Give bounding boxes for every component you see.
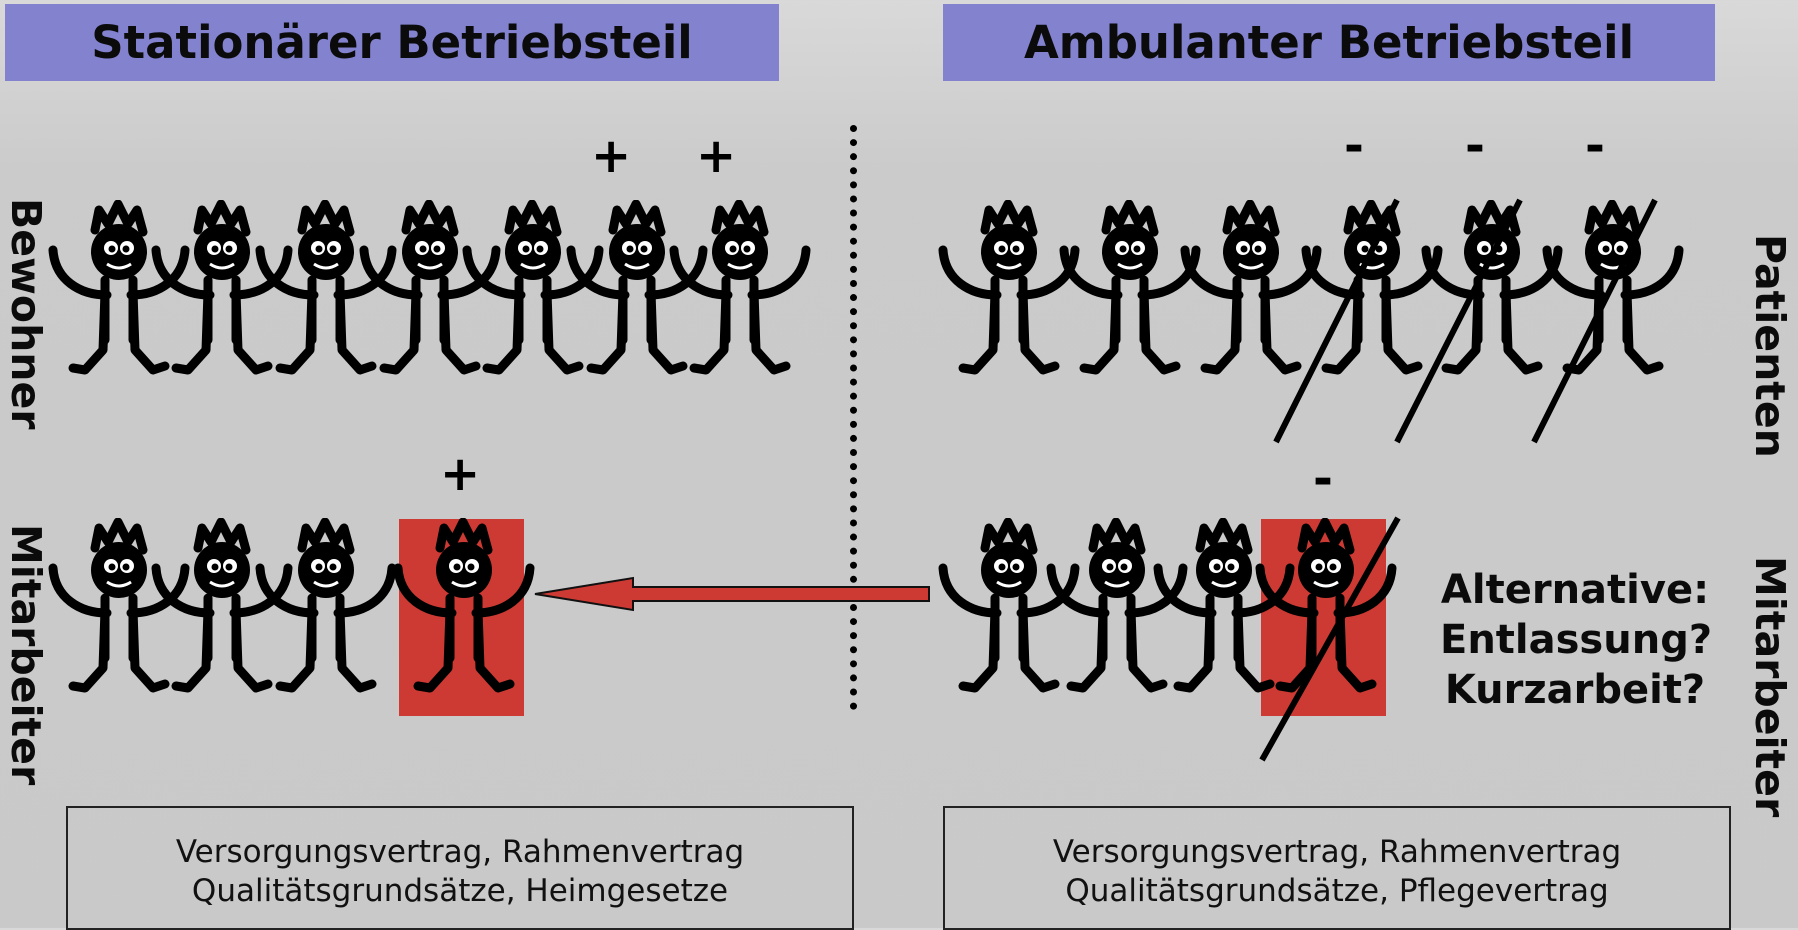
employee-person-icon bbox=[148, 517, 298, 712]
minus-mark: - bbox=[1313, 451, 1333, 507]
transfer-arrow bbox=[534, 576, 930, 612]
strike-line bbox=[1531, 198, 1658, 444]
alternative-line: Alternative: bbox=[1440, 567, 1710, 613]
resident-person-icon bbox=[356, 199, 506, 394]
contracts-line: Qualitätsgrundsätze, Pflegevertrag bbox=[1065, 873, 1609, 909]
strike-line bbox=[1259, 516, 1401, 762]
patient-person-icon bbox=[1539, 199, 1689, 394]
divider-dotted-line bbox=[850, 125, 857, 710]
patient-person-icon bbox=[1056, 199, 1206, 394]
alternative-text: Alternative: Entlassung? Kurzarbeit? bbox=[1440, 565, 1713, 715]
resident-person-icon bbox=[459, 199, 609, 394]
minus-mark: - bbox=[1465, 118, 1485, 174]
strike-line bbox=[1273, 198, 1400, 444]
employee-person-icon bbox=[935, 517, 1085, 712]
alternative-line: Entlassung? bbox=[1440, 617, 1713, 663]
minus-mark: - bbox=[1344, 118, 1364, 174]
contracts-box-stationary: Versorgungsvertrag, Rahmenvertrag Qualit… bbox=[66, 806, 854, 930]
side-label-mitarbeiter-left: Mitarbeiter bbox=[2, 524, 50, 786]
plus-mark: + bbox=[591, 128, 632, 184]
resident-person-icon bbox=[252, 199, 402, 394]
side-label-patienten: Patienten bbox=[1746, 234, 1794, 458]
patient-person-icon bbox=[935, 199, 1085, 394]
employee-person-icon bbox=[1043, 517, 1193, 712]
employee-person-icon bbox=[1150, 517, 1300, 712]
side-label-bewohner: Bewohner bbox=[2, 198, 50, 430]
contracts-line: Qualitätsgrundsätze, Heimgesetze bbox=[191, 873, 729, 909]
header-ambulatory: Ambulanter Betriebsteil bbox=[943, 4, 1715, 81]
side-label-mitarbeiter-right: Mitarbeiter bbox=[1746, 556, 1794, 818]
strike-line bbox=[1394, 198, 1523, 444]
contracts-box-ambulatory: Versorgungsvertrag, Rahmenvertrag Qualit… bbox=[943, 806, 1731, 930]
contracts-line: Versorgungsvertrag, Rahmenvertrag bbox=[175, 834, 745, 870]
resident-person-icon bbox=[148, 199, 298, 394]
minus-mark: - bbox=[1585, 118, 1605, 174]
resident-person-icon bbox=[666, 199, 816, 394]
patient-person-icon bbox=[1418, 199, 1568, 394]
plus-mark: + bbox=[696, 128, 737, 184]
plus-mark: + bbox=[440, 446, 481, 502]
employee-person-icon bbox=[390, 517, 540, 712]
alternative-line: Kurzarbeit? bbox=[1444, 667, 1706, 713]
employee-person-icon bbox=[252, 517, 402, 712]
patient-person-icon bbox=[1177, 199, 1327, 394]
header-stationary: Stationärer Betriebsteil bbox=[5, 4, 779, 81]
contracts-line: Versorgungsvertrag, Rahmenvertrag bbox=[1052, 834, 1622, 870]
